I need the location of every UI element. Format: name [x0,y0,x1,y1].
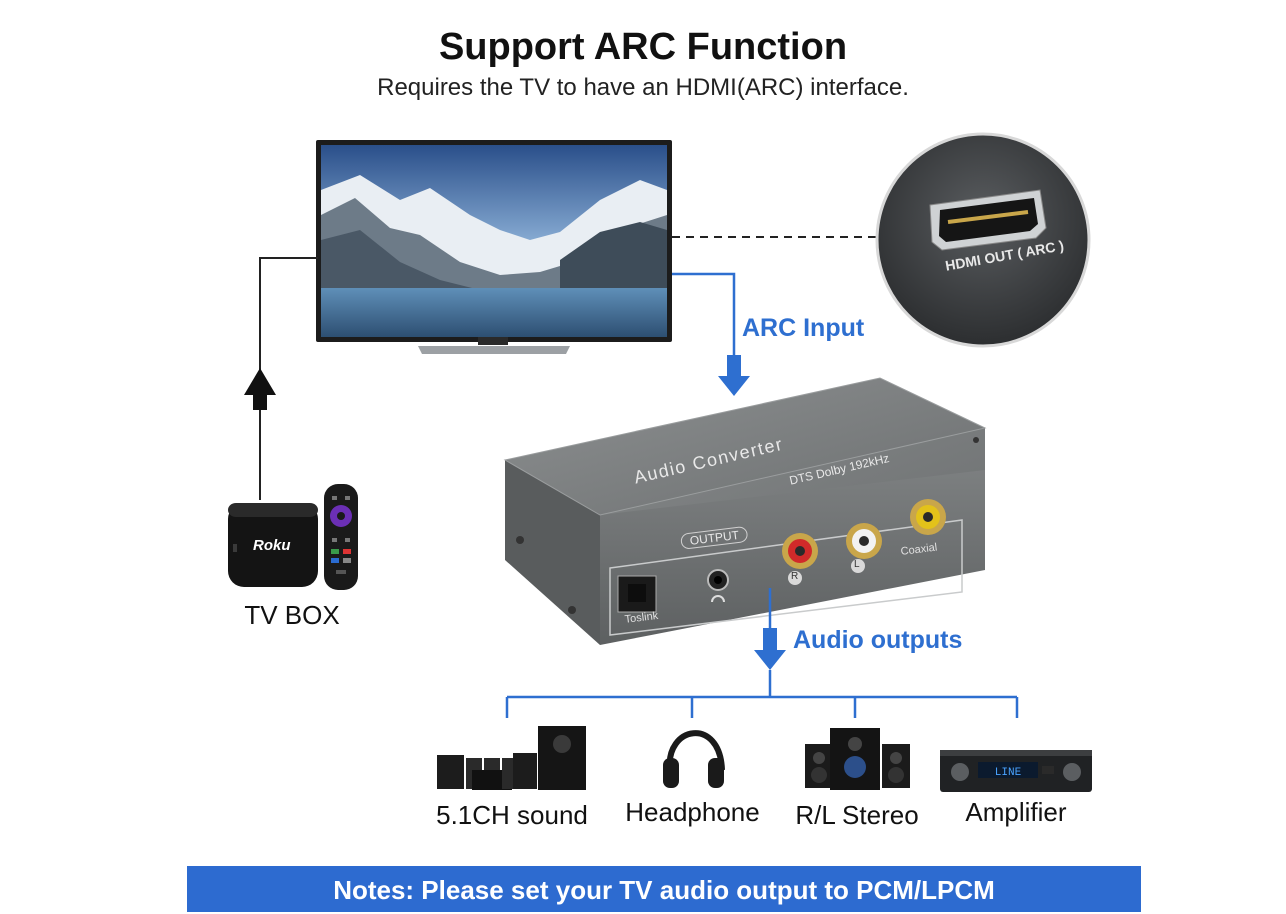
remote-control [324,484,358,590]
tv-box-label: TV BOX [244,600,340,630]
tv [316,140,672,354]
arc-input-label: ARC Input [742,314,865,342]
amplifier-icon: LINE [940,750,1092,792]
stereo-speakers-icon [805,728,910,790]
amplifier-display: LINE [995,767,1022,779]
notes-banner: Notes: Please set your TV audio output t… [187,866,1141,912]
speaker-system-icon [437,726,586,790]
device-label-5-1ch: 5.1CH sound [436,800,588,830]
device-label-stereo: R/L Stereo [795,800,919,830]
device-label-amplifier: Amplifier [965,797,1067,827]
page-title: Support ARC Function [438,26,848,68]
audio-outputs-label: Audio outputs [793,626,963,654]
audio-converter [503,377,987,645]
headphone-icon [663,730,725,788]
roku-logo: Roku [253,537,291,554]
port-label-l: L [854,559,860,570]
hdmi-port-zoom [875,132,1091,348]
device-label-headphone: Headphone [625,797,760,827]
roku-box [228,503,318,587]
page-subtitle: Requires the TV to have an HDMI(ARC) int… [377,74,909,101]
port-label-r: R [791,571,799,582]
